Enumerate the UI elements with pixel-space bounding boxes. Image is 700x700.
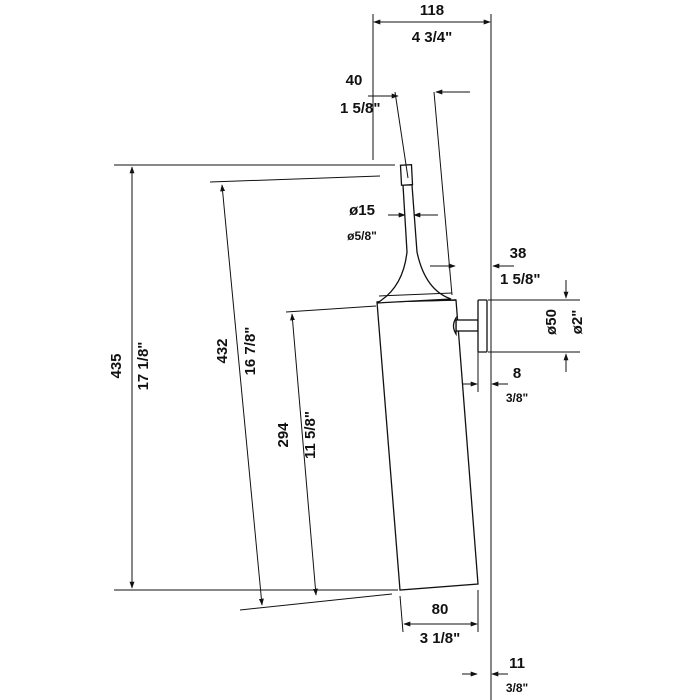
dim-flange-diam-inch: ø2" (569, 310, 586, 335)
arm-joint (452, 315, 457, 337)
dim-flange-depth-mm: 8 (513, 365, 521, 382)
dimension-lines (129, 19, 569, 677)
brush-handle-cone (376, 184, 452, 304)
dim-flange-depth-inch: 3/8" (506, 391, 528, 405)
dim-arm-length-inch: 1 5/8" (500, 271, 540, 288)
dim-wall-offset-inch: 3/8" (506, 681, 528, 695)
dim-wall-offset-mm: 11 (509, 655, 525, 672)
dim-handle-diam-mm: ø15 (349, 202, 375, 219)
dim-handle-width-mm: 40 (346, 72, 363, 89)
dim-arm-length-mm: 38 (510, 245, 527, 262)
dim-height-brush-inch: 16 7/8" (242, 327, 259, 376)
dim-height-total-mm: 435 (108, 353, 125, 378)
dim-height-brush-mm: 432 (214, 338, 231, 363)
dim-height-total-inch: 17 1/8" (135, 342, 152, 391)
product-outline (376, 164, 488, 591)
wall-arm (455, 319, 479, 332)
dim-width-total-mm: 118 (420, 2, 444, 19)
dim-holder-width-mm: 80 (432, 601, 449, 618)
dim-holder-width-inch: 3 1/8" (420, 630, 460, 647)
dim-flange-diam-mm: ø50 (543, 309, 560, 335)
dim-handle-diam-inch: ø5/8" (347, 229, 377, 243)
dim-handle-width-inch: 1 5/8" (340, 100, 380, 117)
dim-height-holder-mm: 294 (275, 422, 292, 448)
holder-body (376, 299, 479, 591)
dim-width-total-inch: 4 3/4" (412, 29, 452, 46)
wall-flange (477, 299, 488, 353)
handle-ring (378, 292, 453, 297)
dim-height-holder-inch: 11 5/8" (302, 411, 319, 459)
